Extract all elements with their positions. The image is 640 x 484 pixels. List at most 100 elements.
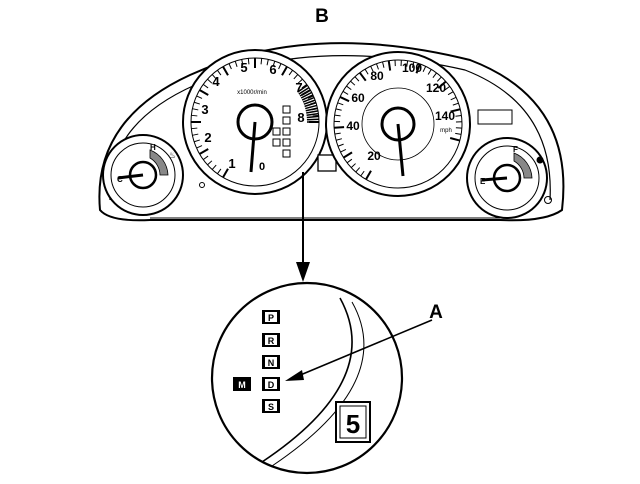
tach-redzone-hatch: [306, 118, 319, 121]
temperature-gauge: H C ♨: [102, 134, 184, 216]
speed-number-60: 60: [351, 91, 365, 105]
speed-tick: [422, 66, 427, 72]
speed-tick: [346, 158, 353, 164]
cluster-housing: [98, 42, 565, 222]
tach-tick: [196, 145, 203, 149]
speed-tick: [406, 60, 409, 67]
svg-text:D: D: [268, 380, 275, 390]
svg-text:S: S: [268, 402, 274, 412]
svg-text:M: M: [238, 380, 246, 390]
speed-tick: [343, 151, 353, 159]
tach-tick: [202, 83, 209, 89]
speed-number-120: 120: [426, 81, 446, 95]
fuel-pump-icon: [536, 156, 544, 164]
tach-tick: [211, 164, 217, 170]
speed-tick: [360, 170, 365, 177]
thermometer-icon: ♨: [168, 150, 176, 160]
tach-tick: [281, 66, 288, 76]
speed-number-80: 80: [370, 69, 384, 83]
callout-a-label: A: [429, 302, 443, 323]
tach-tick: [272, 60, 276, 67]
fuel-empty-label: E: [480, 177, 486, 186]
tach-number-6: 6: [269, 62, 276, 77]
tach-tick: [278, 63, 282, 70]
speed-unit-label: mph: [440, 128, 452, 134]
odometer-display: [317, 154, 337, 172]
speed-tick: [358, 72, 367, 82]
gear-digit: 5: [346, 409, 360, 439]
gear-position-d: D: [262, 377, 280, 391]
speed-tick: [354, 76, 360, 82]
svg-text:N: N: [268, 358, 275, 368]
svg-text:R: R: [268, 336, 275, 346]
gear-position-r: R: [262, 333, 280, 347]
temp-high-label: H: [150, 143, 156, 152]
tach-tick: [266, 59, 269, 66]
gear-digit-display: 5: [335, 401, 371, 443]
speed-tick: [334, 132, 341, 135]
tach-tick: [222, 66, 229, 76]
fuel-full-label: F: [513, 145, 518, 154]
speed-tick: [370, 65, 374, 72]
temp-low-label: C: [117, 175, 123, 184]
speed-tick: [427, 69, 432, 75]
tach-tick: [191, 114, 198, 117]
tach-tick: [307, 95, 314, 99]
tach-redzone-hatch: [306, 115, 319, 119]
tach-tick: [196, 95, 203, 99]
tach-number-2: 2: [204, 130, 211, 145]
speed-tick: [444, 85, 451, 91]
tach-number-8: 8: [297, 110, 304, 125]
speed-tick: [452, 102, 459, 106]
svg-text:P: P: [268, 313, 274, 323]
tach-tick: [192, 133, 199, 136]
speed-tick: [355, 167, 361, 173]
speed-number-20: 20: [367, 149, 381, 163]
tach-tick: [211, 74, 217, 80]
gear-position-s: S: [262, 399, 280, 413]
tach-redzone-hatch: [299, 89, 311, 97]
tach-tick: [222, 168, 229, 178]
speed-tick: [340, 148, 347, 153]
speed-tick: [387, 60, 392, 71]
tach-tick: [207, 160, 213, 166]
speed-tick: [382, 61, 385, 68]
speed-tick: [334, 126, 345, 129]
speed-tick: [455, 132, 462, 135]
tach-tick: [247, 58, 250, 65]
trip-display: [477, 109, 513, 125]
tach-tick: [297, 78, 303, 84]
manual-mode-indicator: M: [233, 377, 251, 391]
tach-tick: [288, 69, 294, 76]
speed-needle: [396, 123, 405, 177]
gear-position-n: N: [262, 355, 280, 369]
tach-tick: [301, 83, 308, 89]
tach-redzone-hatch: [300, 91, 313, 99]
speed-tick: [364, 68, 369, 75]
tach-number-5: 5: [240, 60, 247, 75]
speed-tick: [365, 170, 372, 180]
tach-tick: [228, 63, 232, 70]
tach-tick: [216, 69, 222, 76]
speed-tick: [437, 80, 447, 89]
tach-number-1: 1: [228, 156, 235, 171]
speed-tick: [450, 108, 461, 113]
speed-number-100: 100: [402, 61, 422, 75]
speed-tick: [455, 114, 462, 117]
speed-number-40: 40: [346, 119, 360, 133]
speed-tick: [334, 114, 341, 117]
fuel-gauge: F E: [466, 137, 548, 219]
tach-tick: [216, 168, 222, 175]
tach-tick: [193, 139, 200, 143]
tach-number-0: 0: [259, 161, 265, 173]
zoom-arrow: [296, 172, 310, 282]
tach-tick: [293, 74, 299, 80]
speed-tick: [339, 96, 350, 103]
housing-knob-left: [199, 182, 205, 188]
tach-redzone-hatch: [302, 96, 315, 103]
speed-ticks: [334, 60, 462, 180]
speed-tick: [350, 163, 356, 169]
speed-tick: [335, 108, 342, 111]
tach-tick: [193, 101, 200, 105]
tach-tick: [312, 114, 319, 117]
